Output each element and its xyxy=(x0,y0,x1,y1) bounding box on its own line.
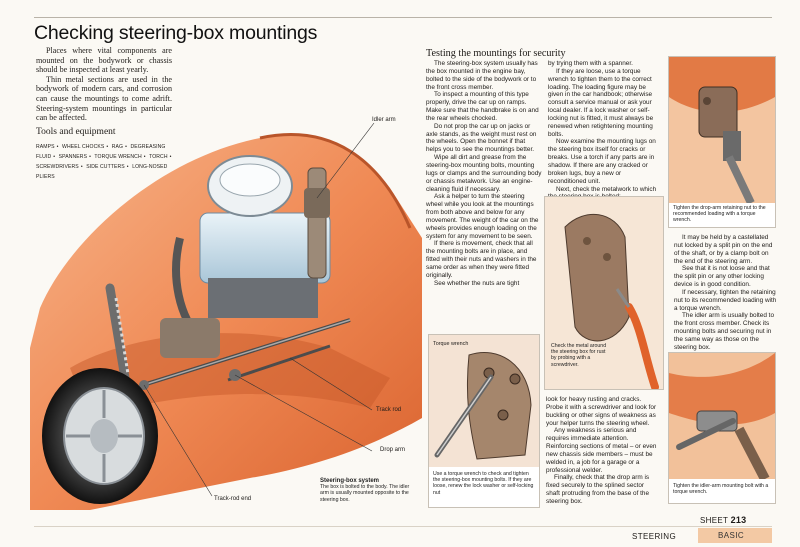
idler-arm-drawing xyxy=(669,353,775,482)
tool-item: Rag xyxy=(111,144,124,150)
text-column-2: by trying them with a spanner. If they a… xyxy=(548,60,660,201)
steering-box-illustration xyxy=(30,122,422,510)
intro-paragraph: Thin metal sections are used in the body… xyxy=(36,74,172,123)
intro-text: Places where vital components are mounte… xyxy=(36,46,172,123)
sheet-value: 213 xyxy=(730,515,747,525)
paragraph: If they are loose, use a torque wrench t… xyxy=(548,67,654,138)
torque-wrench-caption: Use a torque wrench to check and tighten… xyxy=(433,471,534,496)
sheet-number: SHEET 213 xyxy=(700,515,746,525)
track-rods xyxy=(139,318,351,390)
tool-item: Side cutters xyxy=(86,164,125,170)
paragraph: Any weakness is serious and requires imm… xyxy=(546,427,657,474)
label-drop-arm: Drop arm xyxy=(380,447,406,453)
label-track-rod-end: Track-rod end xyxy=(214,496,252,502)
paragraph: See that it is not loose and that the sp… xyxy=(674,265,770,289)
label-track-rod: Track rod xyxy=(376,407,402,413)
torque-wrench-inset: Torque wrench Use a torque wrench to che… xyxy=(428,334,540,508)
suspension xyxy=(105,283,130,383)
idler-arm-caption: Tighten the idler-arm mounting bolt with… xyxy=(673,483,769,496)
footer-rule xyxy=(34,526,772,527)
main-caption: Steering-box system The box is bolted to… xyxy=(320,478,416,503)
tool-item: Wheel chocks xyxy=(62,144,105,150)
paragraph: Finally, check that the drop arm is fixe… xyxy=(546,474,650,505)
drop-arm-caption: Tighten the drop-arm retaining nut to th… xyxy=(673,205,766,224)
footer-section: STEERING xyxy=(632,532,677,541)
text-column-3: look for heavy rusting and cracks. Probe… xyxy=(546,396,658,506)
idler-arm-post xyxy=(304,167,330,279)
wheel xyxy=(42,368,158,504)
paragraph: It may be held by a castellated nut lock… xyxy=(674,234,773,265)
paragraph: The steering-box system usually has the … xyxy=(426,60,538,91)
tool-item: Ramps xyxy=(36,144,55,150)
tool-item: Long-nosed pliers xyxy=(36,164,168,180)
paragraph: look for heavy rusting and cracks. Probe… xyxy=(546,396,657,427)
engine xyxy=(160,155,331,358)
footer-level: BASIC xyxy=(718,531,745,540)
torque-wrench-label: Torque wrench xyxy=(433,341,469,347)
paragraph: Do not prop the car up on jacks or axle … xyxy=(426,122,537,154)
footer-level-tab: BASIC xyxy=(698,528,772,543)
paragraph: If necessary, tighten the retaining nut … xyxy=(674,288,777,312)
drop-arm-inset: Tighten the drop-arm retaining nut to th… xyxy=(668,56,776,228)
label-idler-arm: Idler arm xyxy=(372,117,396,123)
probe-drawing xyxy=(545,197,663,389)
tool-item: Screwdrivers xyxy=(36,164,79,170)
text-column-4: It may be held by a castellated nut lock… xyxy=(674,234,778,352)
text-column-1: The steering-box system usually has the … xyxy=(426,60,542,287)
tool-item: Torch xyxy=(149,154,168,160)
idler-arm-inset: Tighten the idler-arm mounting bolt with… xyxy=(668,352,776,504)
probe-inset: Check the metal around the steering box … xyxy=(544,196,664,390)
paragraph: Now examine the mounting lugs on the ste… xyxy=(548,138,656,185)
intro-paragraph: Places where vital components are mounte… xyxy=(36,46,172,75)
main-caption-text: The box is bolted to the body. The idler… xyxy=(320,484,410,503)
tool-item: Spanners xyxy=(58,154,88,160)
top-rule xyxy=(34,17,772,18)
paragraph: The idler arm is usually bolted to the f… xyxy=(674,312,774,351)
probe-caption: Check the metal around the steering box … xyxy=(551,343,607,368)
torque-wrench-drawing xyxy=(429,335,539,467)
paragraph: Wipe all dirt and grease from the steeri… xyxy=(426,154,542,193)
drop-arm-drawing xyxy=(669,57,775,205)
tool-item: Degreasing fluid xyxy=(36,144,166,160)
section-title: Testing the mountings for security xyxy=(426,48,566,59)
page-title: Checking steering-box mountings xyxy=(34,22,318,44)
leader-lines xyxy=(143,122,375,497)
tool-item: Torque wrench xyxy=(94,154,142,160)
tools-heading: Tools and equipment xyxy=(36,127,116,137)
paragraph: Ask a helper to turn the steering wheel … xyxy=(426,193,539,240)
sheet-label: SHEET xyxy=(700,516,729,525)
paragraph: To inspect a mounting of this type prope… xyxy=(426,91,539,122)
tools-list: Ramps• Wheel chocks• Rag• Degreasing flu… xyxy=(36,144,172,180)
paragraph: by trying them with a spanner. xyxy=(548,60,633,67)
paragraph: If there is movement, check that all the… xyxy=(426,240,537,279)
paragraph: See whether the nuts are tight xyxy=(434,279,520,287)
main-caption-title: Steering-box system xyxy=(320,478,380,484)
